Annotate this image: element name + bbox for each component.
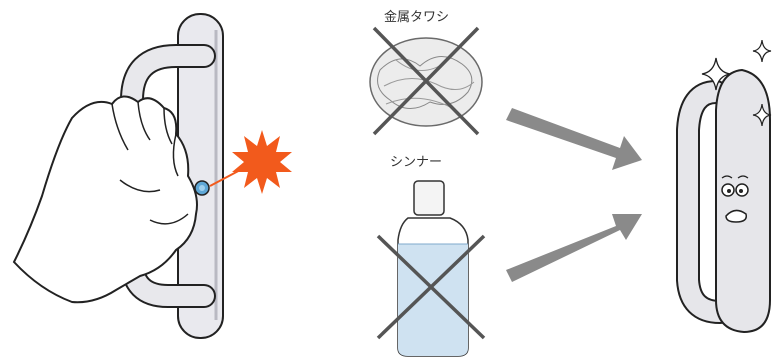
sparkle-icon [753, 40, 771, 62]
arrow-icon [506, 214, 642, 282]
damaged-handle-icon [688, 70, 770, 332]
ring-on-finger [195, 181, 209, 195]
hand-on-handle-icon [14, 96, 197, 302]
thinner-bottle-icon [398, 181, 468, 356]
arrow-icon [506, 108, 642, 170]
